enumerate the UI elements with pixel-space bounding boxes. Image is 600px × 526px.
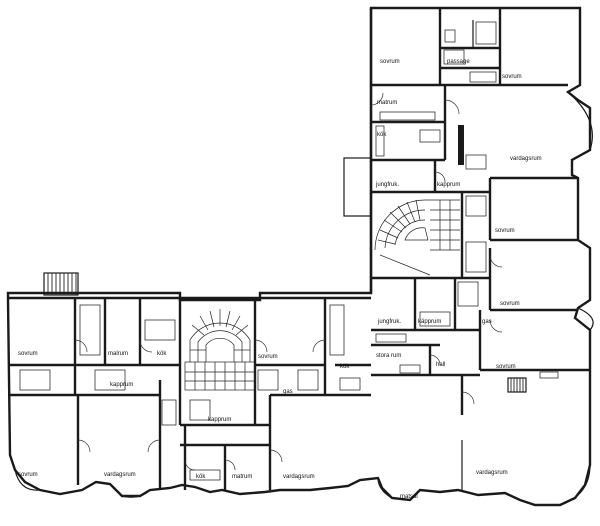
staircase-ne <box>374 199 460 276</box>
label-vardagsrum-sw: vardagsrum <box>104 472 136 478</box>
label-sovrum-ne-mid: sovrum <box>495 228 515 234</box>
label-vardagsrum-c: vardagsrum <box>283 474 315 480</box>
label-sovrum-ne-top-right: sovrum <box>502 74 522 80</box>
ne-wing-walls <box>371 8 590 372</box>
label-kok-c2: kök <box>340 364 350 370</box>
label-sovrum-ne-lower: sovrum <box>500 301 520 307</box>
fixtures <box>19 21 559 481</box>
label-sovrum-se: sovrum <box>496 364 516 370</box>
label-jungfrukammare-ne: jungfruk. <box>375 182 399 188</box>
label-vardagsrum-se: vardagsrum <box>476 470 508 476</box>
label-kok-ne: kök <box>377 132 387 138</box>
label-sovrum-sw: sovrum <box>18 472 38 478</box>
balcony-outline <box>343 157 372 217</box>
label-vardagsrum-ne: vardagsrum <box>510 156 542 162</box>
label-hall-se: hall <box>436 362 445 368</box>
outer-walls <box>6 6 592 507</box>
label-kapprum-ne: kapprum <box>437 182 460 188</box>
bay-windows <box>14 91 594 506</box>
se-block-walls <box>371 343 480 492</box>
staircase-central <box>184 309 256 391</box>
label-gas-c: gas <box>283 389 293 395</box>
label-kapprum-w: kapprum <box>110 382 133 388</box>
label-malrum-w: malrum <box>108 351 128 357</box>
label-kok-w: kök <box>157 351 167 357</box>
door-swings <box>74 92 503 471</box>
label-kapprum-c: kapprum <box>208 417 231 423</box>
label-sovrum-c: sovrum <box>258 354 278 360</box>
label-stora-rum: stora rum <box>376 353 401 359</box>
label-klappum-se: käpprum <box>418 319 441 325</box>
room-labels: sovrum passage sovrum matrum kök vardags… <box>18 59 542 500</box>
label-gas-se: gas <box>482 319 492 325</box>
chimney-hatch-se <box>507 377 527 393</box>
label-passage-ne: passage <box>447 59 470 65</box>
label-kok-c: kök <box>196 474 206 480</box>
label-matrum-ne: matrum <box>377 100 397 106</box>
lower-block-walls <box>8 298 371 490</box>
label-jungfrukammare-se: jungfruk. <box>377 319 401 325</box>
label-matsal-se: matsal <box>400 494 418 500</box>
label-matrum-c: matrum <box>232 474 252 480</box>
label-sovrum-w: sovrum <box>18 351 38 357</box>
chimney-hatch-nw <box>43 272 79 296</box>
label-sovrum-ne-top-left: sovrum <box>380 59 400 65</box>
